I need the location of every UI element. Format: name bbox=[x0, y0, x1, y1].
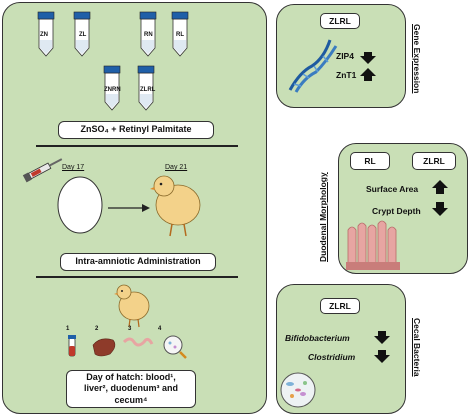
tube-label-zl: ZL bbox=[79, 32, 87, 38]
arrow-down-icon bbox=[374, 331, 390, 344]
arrow-down-icon bbox=[360, 52, 376, 64]
tube-icon bbox=[73, 11, 91, 57]
gene-item-1: ZIP4 bbox=[336, 51, 354, 61]
liver-icon bbox=[92, 338, 116, 357]
arrow-up-icon bbox=[432, 180, 448, 194]
tube-label-rn: RN bbox=[144, 32, 153, 38]
egg-icon bbox=[57, 176, 103, 234]
blood-tube-icon bbox=[68, 335, 76, 357]
hatch-line-1: Day of hatch: blood¹, bbox=[86, 372, 176, 383]
arrow-up-icon bbox=[360, 68, 376, 81]
tube-icon bbox=[171, 11, 189, 57]
arrow-down-icon bbox=[374, 350, 390, 363]
chick-icon-hatch bbox=[114, 284, 150, 328]
hatch-line-3: cecum⁴ bbox=[114, 394, 148, 405]
treatment-label: ZnSO₄ + Retinyl Palmitate bbox=[58, 121, 214, 139]
tube-icon bbox=[139, 11, 157, 57]
administration-label: Intra-amniotic Administration bbox=[60, 253, 216, 271]
hatch-line-2: liver², duodenum³ and bbox=[83, 383, 178, 394]
hatch-samples-label: Day of hatch: blood¹, liver², duodenum³ … bbox=[66, 370, 196, 408]
cecal-item-2: Clostridium bbox=[308, 352, 356, 362]
cecum-sample-icon bbox=[163, 335, 187, 359]
bacteria-dish-icon bbox=[280, 372, 316, 408]
gene-group-label: ZLRL bbox=[320, 13, 360, 29]
tissue-number-4: 4 bbox=[158, 326, 162, 332]
cecal-group-label: ZLRL bbox=[320, 298, 360, 314]
tissue-number-2: 2 bbox=[95, 326, 99, 332]
tube-label-rl: RL bbox=[176, 32, 184, 38]
duodenal-group-zlrl: ZLRL bbox=[412, 152, 456, 170]
tube-icon bbox=[137, 65, 155, 111]
tube-icon bbox=[37, 11, 55, 57]
villi-icon bbox=[346, 220, 400, 270]
tube-label-zn: ZN bbox=[40, 32, 48, 38]
syringe-icon bbox=[22, 158, 63, 183]
day17-label: Day 17 bbox=[62, 164, 85, 171]
tube-label-zlrl: ZLRL bbox=[140, 87, 156, 93]
duodenal-group-rl: RL bbox=[350, 152, 390, 170]
duodenum-icon bbox=[122, 337, 154, 347]
duodenal-item-1: Surface Area bbox=[366, 184, 419, 194]
chick-icon-day21 bbox=[150, 175, 201, 237]
tissue-number-3: 3 bbox=[128, 326, 132, 332]
cecal-bacteria-title: Cecal Bacteria bbox=[412, 318, 422, 377]
day21-label: Day 21 bbox=[165, 164, 188, 171]
tube-label-znrn: ZNRN bbox=[104, 87, 121, 93]
duodenal-item-2: Crypt Depth bbox=[372, 206, 421, 216]
arrow-down-icon bbox=[432, 202, 448, 216]
cecal-item-1: Bifidobacterium bbox=[285, 333, 350, 343]
gene-item-2: ZnT1 bbox=[336, 70, 357, 80]
tissue-number-1: 1 bbox=[66, 326, 70, 332]
tube-icon bbox=[103, 65, 121, 111]
